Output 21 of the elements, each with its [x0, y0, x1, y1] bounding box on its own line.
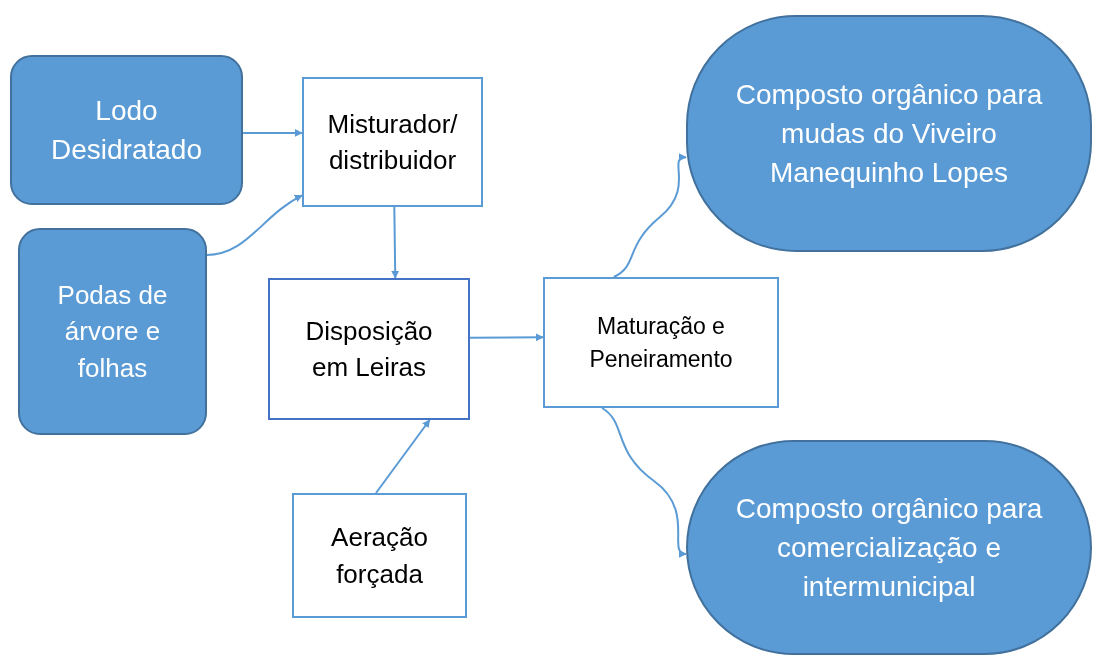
node-label: Disposição em Leiras [304, 314, 434, 384]
arrow [469, 333, 544, 342]
process-box [292, 493, 467, 618]
node-label: Composto orgânico para mudas do Viveiro Manequinho Lopes [734, 77, 1044, 191]
node-label: Misturador/ distribuidor [326, 107, 459, 177]
node-label: Composto orgânico para comercialização e intermunicipal [734, 491, 1044, 605]
node-label: Maturação e Peneiramento [588, 312, 734, 374]
arrow [206, 194, 303, 256]
arrow [242, 128, 303, 137]
rounded-box [10, 55, 243, 205]
process-box [543, 277, 779, 408]
node-label: Podas de árvore e folhas [57, 278, 168, 385]
rounded-box [18, 228, 207, 435]
node-label: Lodo Desidratado [50, 93, 203, 167]
arrow [375, 419, 431, 494]
arrow [601, 407, 687, 557]
process-box [302, 77, 483, 207]
arrow [612, 154, 687, 278]
node-label: Aeração forçada [330, 521, 429, 591]
process-box [268, 278, 470, 420]
arrow [391, 206, 400, 279]
